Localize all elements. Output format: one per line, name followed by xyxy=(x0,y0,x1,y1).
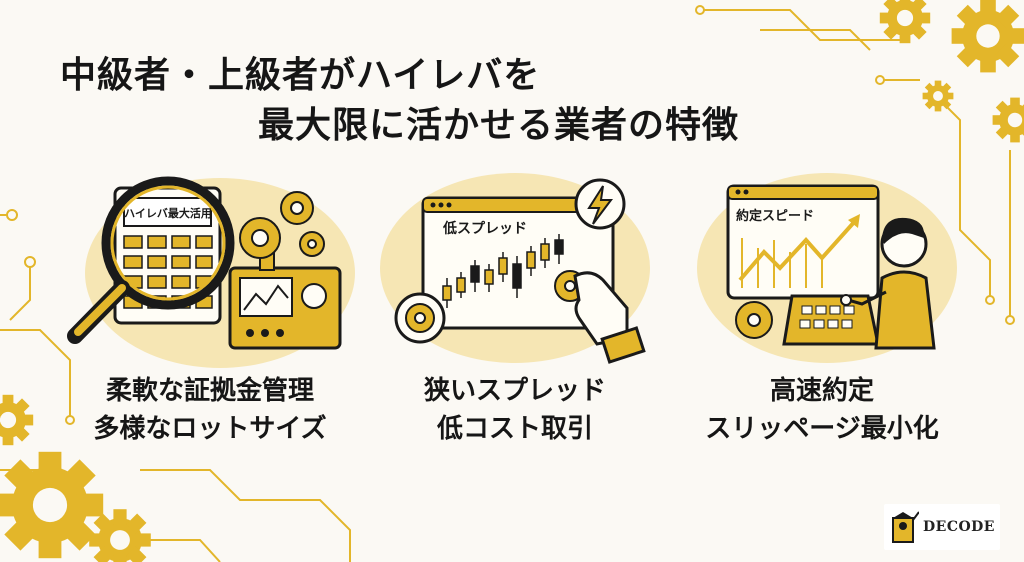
panel-1-caption-line-1: 柔軟な証拠金管理 xyxy=(105,376,314,406)
panel-3-caption-line-2: スリッページ最小化 xyxy=(705,414,939,444)
panel-3-caption-line-1: 高速約定 xyxy=(769,376,874,406)
magnifier-calculator-icon: ハイレバ最大活用 xyxy=(67,176,355,368)
logo-text: DECODE xyxy=(923,519,995,535)
panel-2-caption-line-2: 低コスト取引 xyxy=(436,414,593,444)
trader-chart-icon: 約定スピード xyxy=(697,173,957,363)
panel-2-caption: 狭いスプレッド 低コスト取引 xyxy=(365,372,665,448)
panel-2-caption-line-1: 狭いスプレッド xyxy=(423,376,606,406)
panel-1-caption: 柔軟な証拠金管理 多様なロットサイズ xyxy=(60,372,360,448)
panel-3-caption: 高速約定 スリッページ最小化 xyxy=(672,372,972,448)
page-title-line-1: 中級者・上級者がハイレバを xyxy=(60,55,541,96)
panel-1-caption-line-2: 多様なロットサイズ xyxy=(93,414,327,444)
panel-3-screen-label: 約定スピード xyxy=(736,208,814,224)
decode-logo: DECODE xyxy=(884,504,1000,550)
panel-2-screen-label: 低スプレッド xyxy=(442,220,527,237)
samurai-logo-icon xyxy=(892,511,920,543)
page-title-line-2: 最大限に活かせる業者の特徴 xyxy=(258,105,740,146)
panel-1-screen-label: ハイレバ最大活用 xyxy=(124,206,212,220)
candlestick-lightning-icon: 低スプレッド xyxy=(380,173,650,364)
